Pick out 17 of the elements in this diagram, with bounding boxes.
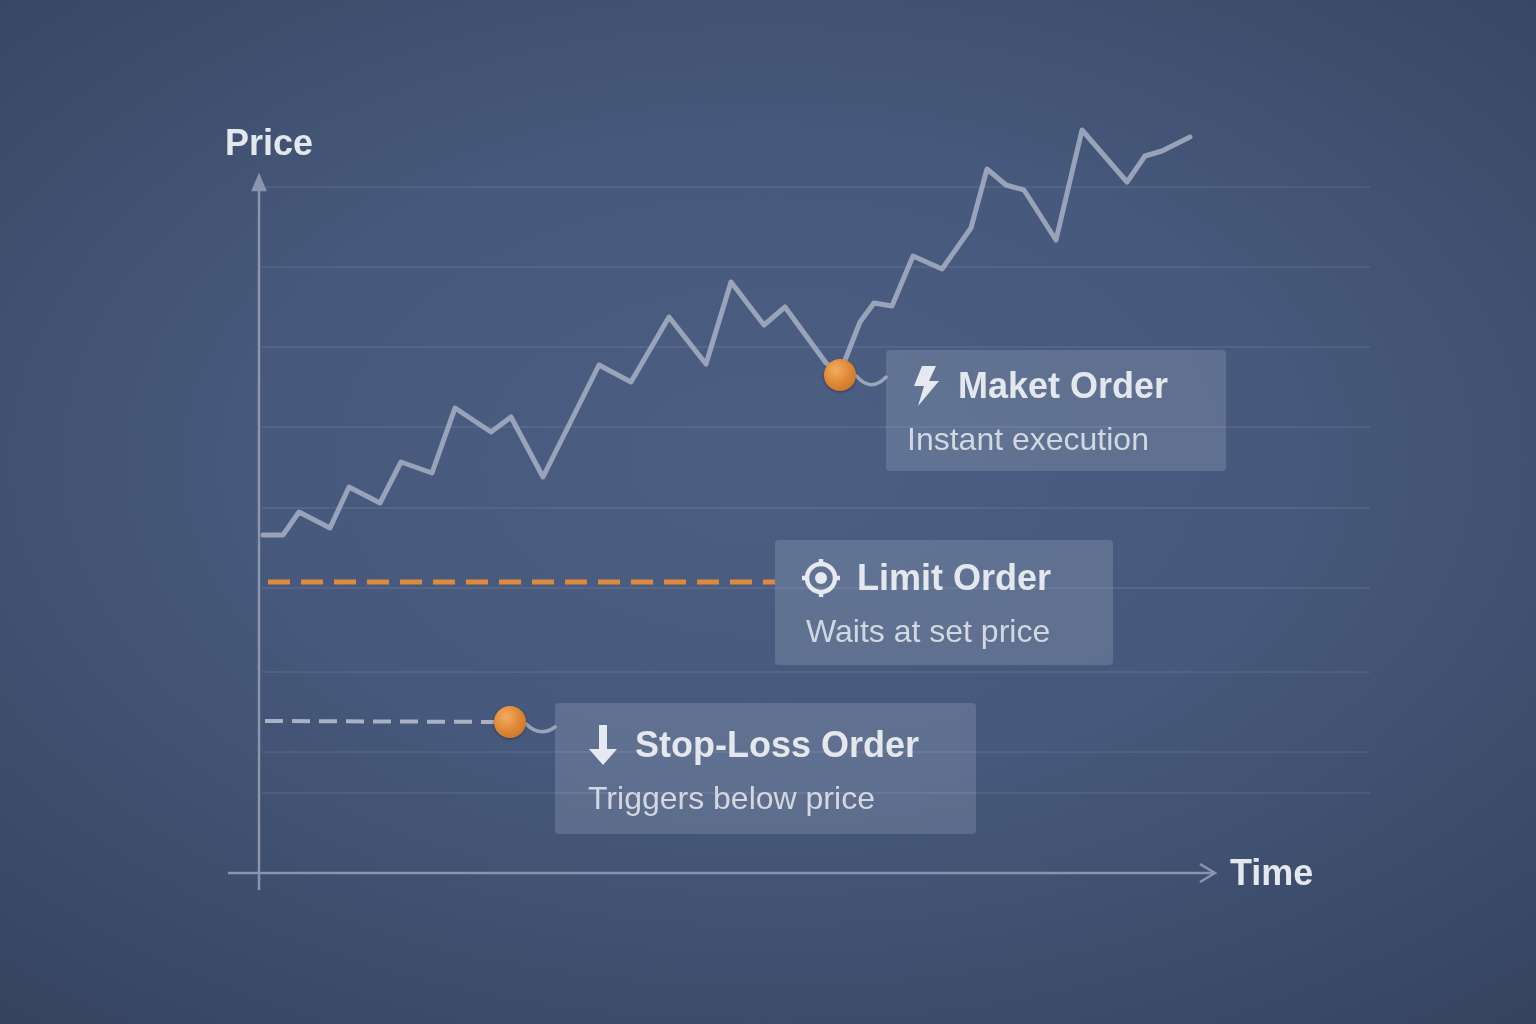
axis-label: Price	[225, 123, 314, 163]
order-card	[555, 703, 976, 834]
order-card	[886, 350, 1226, 471]
card-description: Instant execution	[907, 420, 1149, 458]
card-heading: Maket Order	[958, 366, 1169, 406]
card-description: Triggers below price	[588, 779, 875, 817]
dashed-level-line	[265, 719, 494, 724]
card-heading: Limit Order	[857, 558, 1052, 598]
connector-line	[854, 373, 888, 387]
connector-line	[524, 722, 557, 734]
marker-dot	[494, 706, 526, 738]
card-description: Waits at set price	[806, 612, 1051, 650]
axis-label: Time	[1230, 853, 1314, 893]
card-heading: Stop-Loss Order	[635, 725, 920, 765]
order-card	[775, 540, 1113, 665]
dashed-level-line	[268, 579, 775, 585]
marker-dot	[824, 359, 856, 391]
